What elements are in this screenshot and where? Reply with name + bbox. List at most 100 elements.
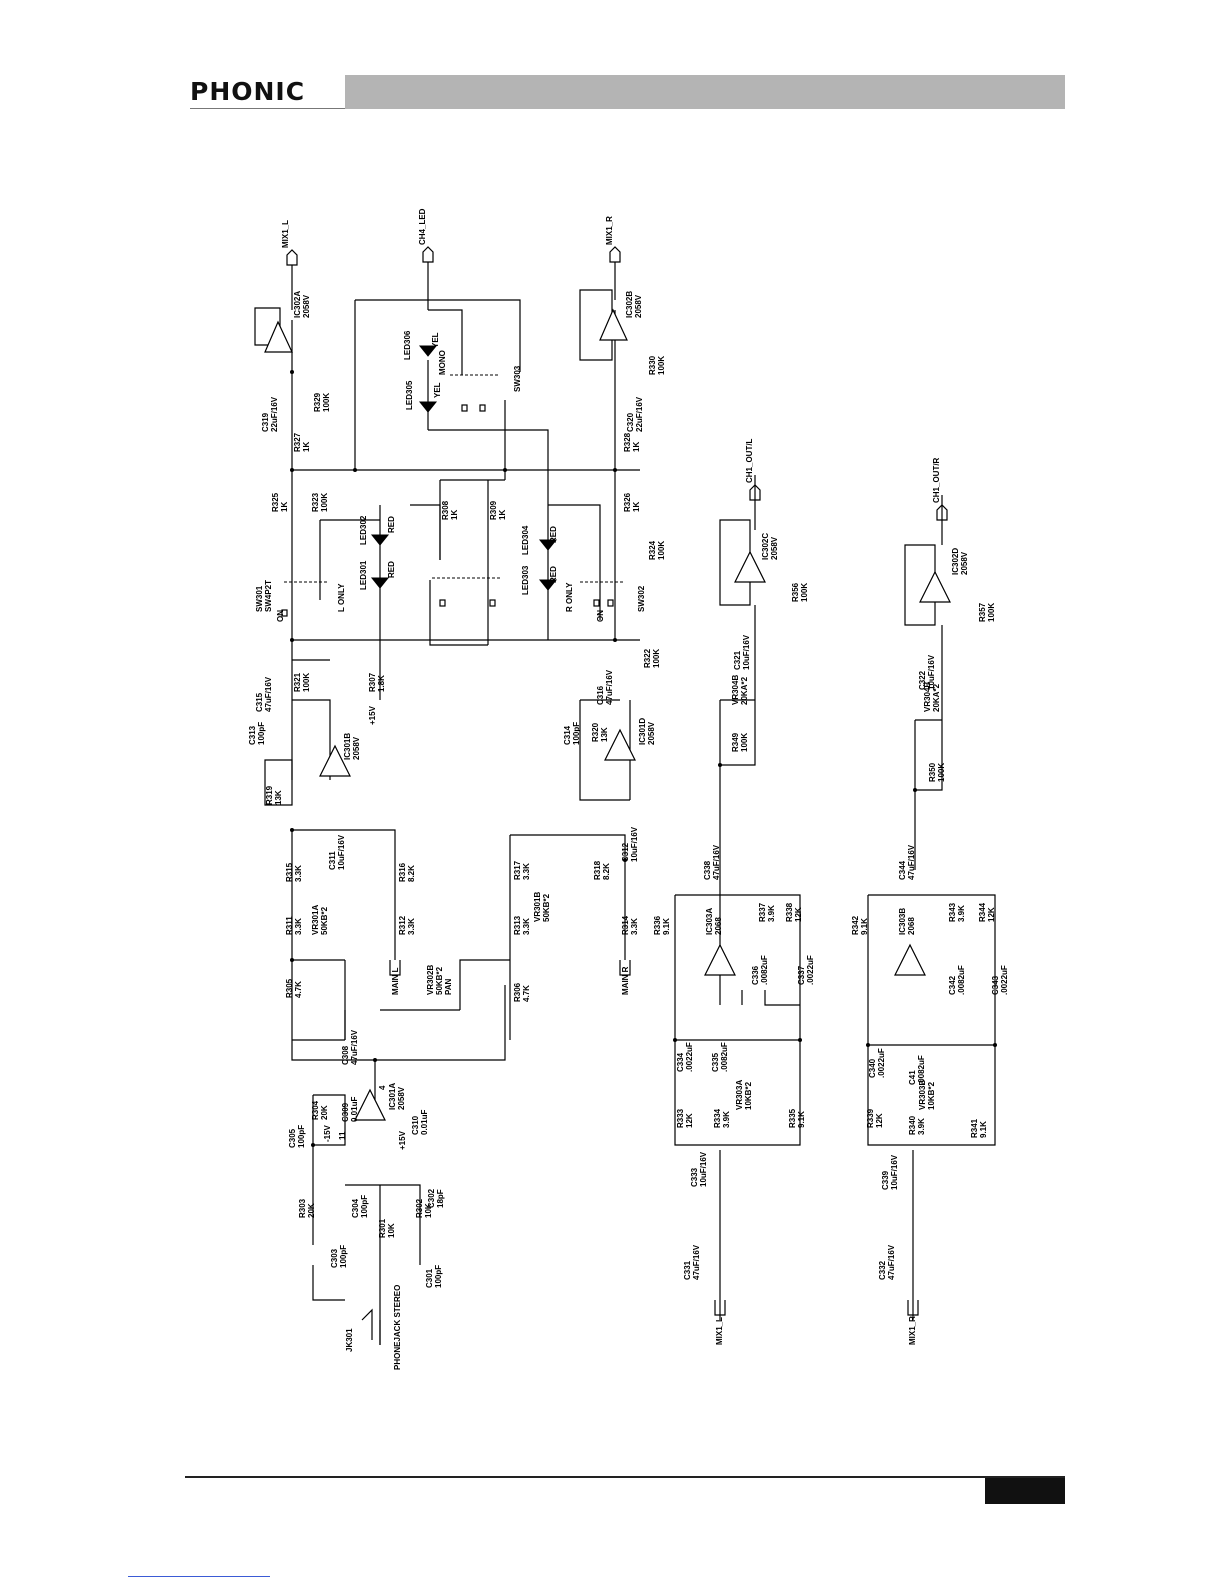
resistor-label-ref: R357 — [978, 602, 987, 622]
footer-rule — [185, 1476, 1065, 1478]
capacitor-label-value: 22uF/16V — [270, 396, 279, 432]
page-header: PHONIC — [190, 75, 1065, 109]
resistor-label-ref: R328 — [623, 432, 632, 452]
capacitor-label-ref: C303 — [330, 1248, 339, 1268]
resistor-label-ref: R337 — [758, 902, 767, 922]
switch-ref: SW303 — [513, 365, 522, 392]
resistor-label-value: 1K — [632, 442, 641, 452]
led-color: RED — [549, 566, 558, 583]
supply-label: +15V — [398, 1130, 407, 1150]
capacitor-label-ref: C336 — [751, 965, 760, 985]
wires — [254, 262, 996, 1345]
port-label: MIX1_R — [908, 1316, 917, 1345]
resistor-label-value: 3.3K — [630, 918, 639, 935]
capacitor-label-value: .0022uF — [877, 1048, 886, 1078]
resistor-label-ref: R329 — [313, 392, 322, 412]
resistor-label-ref: R309 — [489, 500, 498, 520]
port-label: MAIN L — [391, 967, 400, 995]
capacitor-label-ref: C340 — [868, 1058, 877, 1078]
pot-extra-label: PAN — [444, 978, 453, 995]
resistor-label-ref: R315 — [285, 862, 294, 882]
led-color: RED — [387, 516, 396, 533]
opamp-ref: IC302A — [293, 291, 302, 318]
opamp-part: 2058V — [960, 551, 969, 575]
capacitor-label-value: .0082uF — [760, 955, 769, 985]
resistor-label-value: 100K — [937, 763, 946, 782]
resistor-label-value: 1K — [498, 510, 507, 520]
resistor-label-value: 100K — [657, 541, 666, 560]
resistor-label-ref: R322 — [643, 648, 652, 668]
components — [264, 246, 997, 1345]
jack-part: PHONEJACK STEREO — [393, 1285, 402, 1370]
opamp-part: 2058V — [397, 1086, 406, 1110]
capacitor-label-ref: C311 — [328, 851, 337, 870]
capacitor-label-value: .0082uF — [957, 965, 966, 995]
capacitor-label-ref: C315 — [255, 692, 264, 712]
resistor-label-ref: R330 — [648, 355, 657, 375]
capacitor-label-value: 18pF — [436, 1189, 445, 1208]
opamp-ref: IC302C — [761, 533, 770, 560]
resistor-label-ref: R356 — [791, 582, 800, 602]
resistor-label-value: 100K — [800, 583, 809, 602]
switch-ref: SW302 — [637, 585, 646, 612]
resistor-label-ref: R314 — [621, 915, 630, 935]
resistor-label-value: 9.1K — [797, 1111, 806, 1128]
resistor-label-ref: R305 — [285, 978, 294, 998]
capacitor-label-value: 47uF/16V — [907, 844, 916, 880]
capacitor-label-ref: C337 — [797, 965, 806, 985]
opamp-part: 2058V — [770, 536, 779, 560]
led-ref: LED301 — [359, 560, 368, 590]
resistor-label-ref: R336 — [653, 915, 662, 935]
supply-label: +15V — [368, 705, 377, 725]
capacitor-label-value: 100pF — [257, 722, 266, 745]
capacitor-label-ref: C319 — [261, 412, 270, 432]
pot-label-value: 10KB*2 — [744, 1081, 753, 1110]
resistor-label-ref: R319 — [265, 785, 274, 805]
resistor-label-ref: R301 — [378, 1218, 387, 1238]
opamp-ref: IC303B — [898, 908, 907, 935]
capacitor-label-ref: C302 — [427, 1188, 436, 1208]
capacitor-label-ref: C313 — [248, 725, 257, 745]
resistor-label-value: 3.9K — [767, 905, 776, 922]
opamp-part: 2058V — [352, 736, 361, 760]
capacitor-label-value: 47uF/16V — [692, 1244, 701, 1280]
pot-label-ref: VR303A — [735, 1080, 744, 1110]
resistor-label-value: 10K — [424, 1203, 433, 1218]
led-ref: LED303 — [521, 565, 530, 595]
capacitor-label-ref: C316 — [596, 685, 605, 705]
resistor-label-value: 3.3K — [522, 863, 531, 880]
led-ref: LED302 — [359, 515, 368, 545]
resistor-label-value: 1K — [302, 442, 311, 452]
resistor-label-value: 8.2K — [407, 865, 416, 882]
pin-label: 4 — [378, 1085, 387, 1090]
opamp-ref: IC301D — [638, 718, 647, 745]
pot-label-value: 50KB*2 — [435, 966, 444, 995]
jack-ref: JK301 — [345, 1328, 354, 1352]
capacitor-label-ref: C342 — [948, 975, 957, 995]
resistor-label-value: 12K — [685, 1113, 694, 1128]
capacitor-label-value: 100pF — [434, 1265, 443, 1288]
capacitor-label-ref: C320 — [626, 412, 635, 432]
resistor-label-value: 3.3K — [294, 865, 303, 882]
resistor-label-value: 4.7K — [294, 981, 303, 998]
resistor-label-ref: R308 — [441, 500, 450, 520]
resistor-label-ref: R350 — [928, 762, 937, 782]
resistor-label-ref: R342 — [851, 915, 860, 935]
resistor-label-ref: R317 — [513, 860, 522, 880]
capacitor-label-value: .0022uF — [806, 955, 815, 985]
capacitor-label-value: 10uF/16V — [699, 1151, 708, 1187]
opamp-ref: IC301A — [388, 1083, 397, 1110]
capacitor-label-ref: C322 — [918, 670, 927, 690]
resistor-label-value: 3.9K — [957, 905, 966, 922]
resistor-label-ref: R333 — [676, 1108, 685, 1128]
resistor-label-value: 100K — [302, 673, 311, 692]
resistor-label-value: 100K — [987, 603, 996, 622]
pot-label-ref: VR304B — [731, 675, 740, 705]
led-color: YEL — [431, 332, 440, 348]
resistor-label-ref: R306 — [513, 982, 522, 1002]
capacitor-label-ref: C304 — [351, 1198, 360, 1218]
resistor-label-ref: R343 — [948, 902, 957, 922]
page-number-block — [985, 1478, 1065, 1504]
